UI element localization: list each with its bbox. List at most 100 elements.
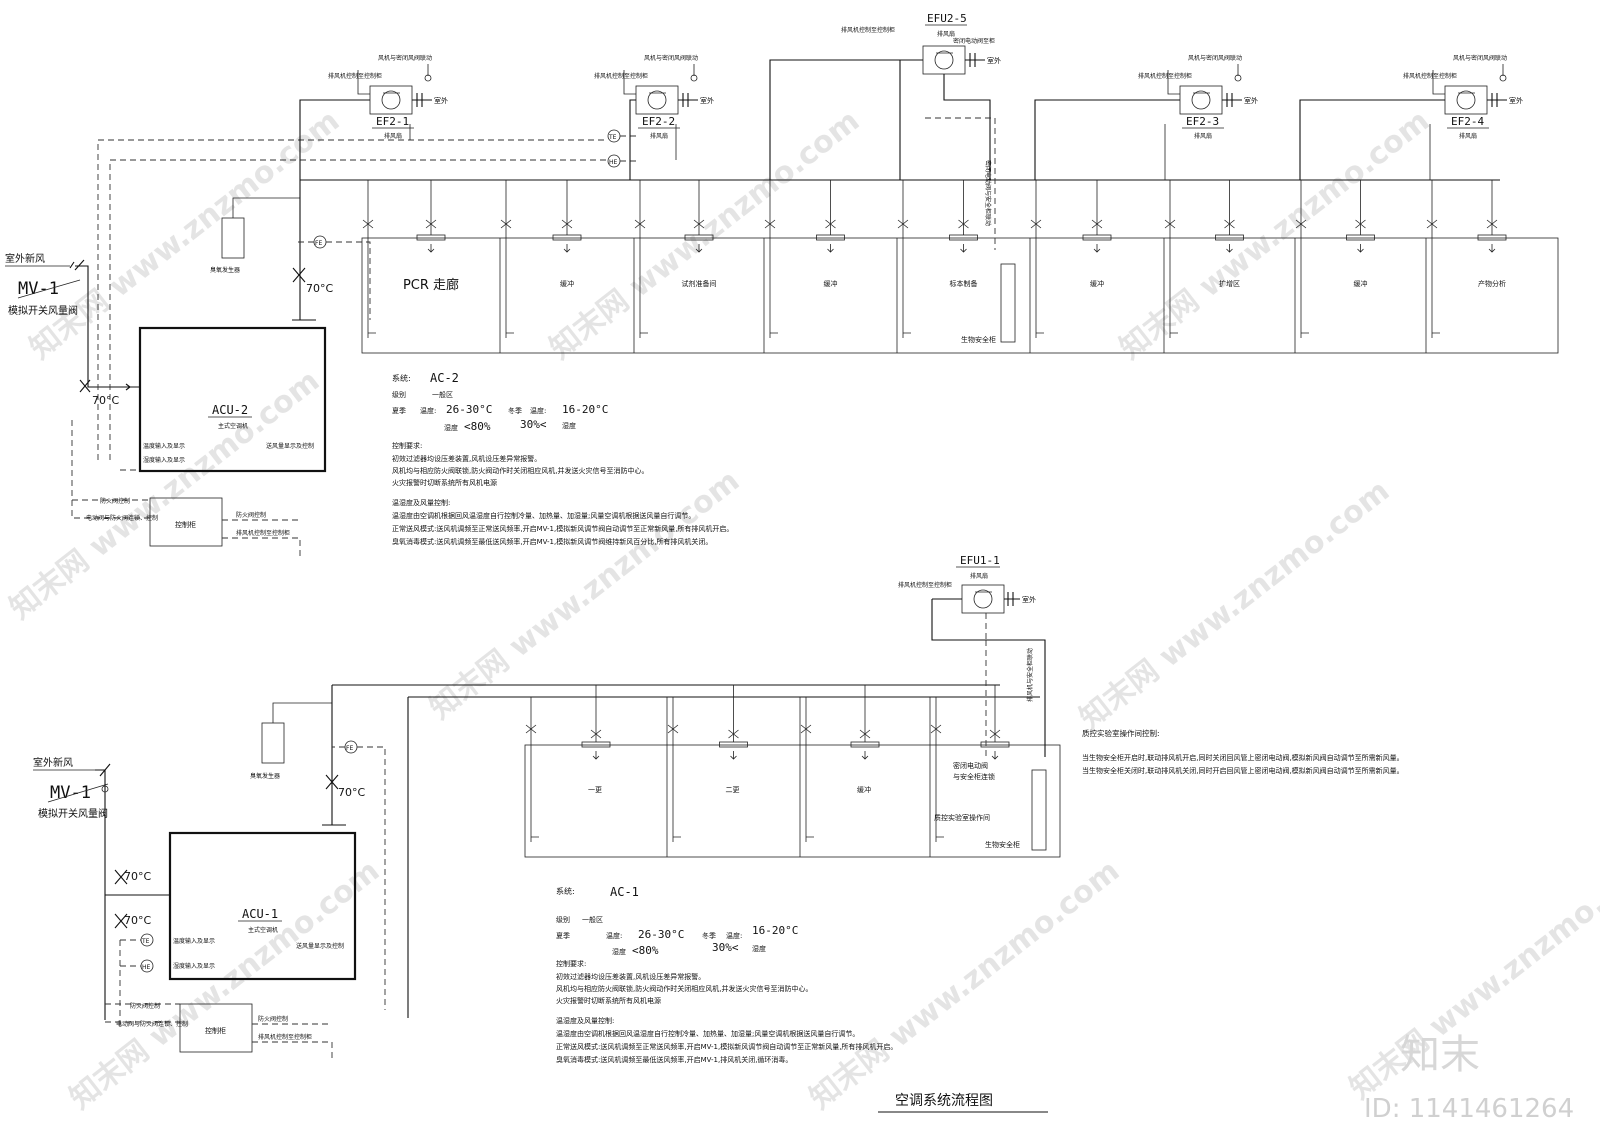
svg-text:温湿度及风量控制:: 温湿度及风量控制: (556, 1016, 614, 1025)
svg-text:室外: 室外 (987, 56, 1001, 65)
svg-text:排风扇: 排风扇 (1459, 132, 1477, 140)
svg-text:排风机控制至控制柜: 排风机控制至控制柜 (1138, 72, 1192, 80)
svg-text:冬季: 冬季 (702, 931, 716, 940)
svg-text:FE: FE (346, 745, 353, 752)
vertical-note-ac2: 密闭电动阀与安全柜联动 (984, 160, 992, 226)
room-block-ac2 (361, 237, 1559, 354)
svg-text:火灾报警时切断系统所有风机电源: 火灾报警时切断系统所有风机电源 (392, 478, 497, 487)
fire-damper-temp: 70°C (92, 394, 119, 407)
svg-text:风机均与相应防火阀联锁,防火阀动作时关闭相应风机,并发送火灾: 风机均与相应防火阀联锁,防火阀动作时关闭相应风机,并发送火灾信号至消防中心。 (392, 466, 648, 475)
svg-text:16-20°C: 16-20°C (752, 924, 798, 937)
svg-text:湿度: 湿度 (444, 423, 458, 432)
system-ac1: 室外新风 MV-1 模拟开关风量阀 70°C 70°C TE HE ACU-1 … (33, 554, 1061, 1064)
humidity-input-label: 湿度输入及显示 (173, 962, 215, 970)
svg-text:排风机控制至控制柜: 排风机控制至控制柜 (898, 581, 952, 589)
svg-text:排风扇: 排风扇 (970, 572, 988, 580)
svg-text:系统:: 系统: (392, 373, 411, 383)
room-label: 缓冲 (560, 279, 574, 288)
temp-input-label: 温度输入及显示 (143, 442, 185, 450)
room-label: 缓冲 (1354, 279, 1368, 288)
notes-ac2: 系统: AC-2 级别 一般区 夏季 温度: 26-30°C 冬季 温度: 16… (392, 371, 733, 546)
svg-text:温湿度及风量控制:: 温湿度及风量控制: (392, 498, 450, 507)
mv1-desc: 模拟开关风量阀 (8, 304, 78, 317)
svg-text:当生物安全柜关闭时,联动排风机关闭,同时开启回风管上密闭电动: 当生物安全柜关闭时,联动排风机关闭,同时开启回风管上密闭电动阀,模拟新风阀自动调… (1082, 766, 1404, 775)
supply-diffuser (416, 234, 446, 241)
acu1-desc: 主式空调机 (248, 926, 278, 934)
mv1-tag: MV-1 (18, 279, 59, 299)
svg-text:风机与密闭风阀联动: 风机与密闭风阀联动 (1188, 54, 1242, 62)
svg-text:AC-1: AC-1 (610, 885, 639, 899)
supply-diffuser (719, 741, 748, 748)
vertical-note-ac1: 排风机与安全柜联动 (1026, 648, 1034, 702)
acu1-unit (168, 831, 357, 981)
room-label: 缓冲 (1090, 279, 1104, 288)
svg-text:温湿度由空调机根据回风温湿度自行控制冷量、加热量、加湿量;风: 温湿度由空调机根据回风温湿度自行控制冷量、加热量、加湿量;风量空调机根据送风量自… (392, 511, 695, 520)
svg-text:30%<: 30%< (520, 418, 547, 431)
control-cabinet-ac1 (179, 1003, 253, 1053)
svg-text:风机与密闭风阀联动: 风机与密闭风阀联动 (378, 54, 432, 62)
room-label: 二更 (726, 786, 740, 794)
svg-text:夏季: 夏季 (556, 931, 570, 940)
svg-text:室外: 室外 (1509, 96, 1523, 105)
watermark-layer: 知末网 www.znzmo.com 知末网 www.znzmo.com 知末网 … (3, 103, 1600, 1116)
humidity-input-label: 湿度输入及显示 (143, 456, 185, 464)
svg-text:排风扇: 排风扇 (384, 132, 402, 140)
supply-diffuser (980, 741, 1010, 748)
fire-damper-ctrl-label: 防火阀控制 (100, 497, 130, 505)
notes-ac1: 系统: AC-1 级别 一般区 夏季 温度: 26-30°C 冬季 温度: 16… (556, 885, 897, 1064)
biosafety-cabinet (1000, 263, 1016, 343)
svg-text:臭氧消毒模式:送风机调频至最低送风频率,开启MV-1,模拟新: 臭氧消毒模式:送风机调频至最低送风频率,开启MV-1,模拟新风调节阀维持新风百分… (392, 537, 712, 546)
sealed-valve-ctrl-label: 电动阀与防火阀连锁、控制 (116, 1020, 188, 1028)
fire-damper-symbol (114, 869, 128, 885)
svg-text:排风机控制至控制柜: 排风机控制至控制柜 (841, 26, 895, 34)
svg-text:风机与密闭风阀联动: 风机与密闭风阀联动 (644, 54, 698, 62)
room-label: PCR 走廊 (403, 277, 459, 293)
watermark: 知末网 www.znzmo.com (423, 463, 746, 726)
svg-text:湿度: 湿度 (612, 947, 626, 956)
room-label: 产物分析 (1478, 279, 1506, 288)
mv1-valve-symbol (69, 259, 85, 271)
fire-damper-temp: 70°C (124, 914, 151, 927)
svg-text:室外: 室外 (1244, 96, 1258, 105)
fire-damper-symbol (114, 913, 128, 929)
ozone-generator-label: 臭氧发生器 (250, 772, 280, 780)
svg-text:一般区: 一般区 (432, 390, 453, 399)
fresh-air-duct (75, 265, 140, 388)
sealed-valve-label: 密闭电动阀至柜 (953, 37, 995, 45)
supply-diffuser (949, 234, 978, 241)
fire-damper-temp: 70°C (338, 786, 365, 799)
supply-diffuser (1477, 234, 1507, 241)
room-label: 缓冲 (857, 785, 871, 794)
fire-damper-temp: 70°C (124, 870, 151, 883)
watermark: 知末网 www.znzmo.com (803, 853, 1126, 1116)
fire-damper-ctrl-label: 防火阀控制 (130, 1002, 160, 1010)
svg-text:系统:: 系统: (556, 886, 575, 896)
svg-text:控制要求:: 控制要求: (392, 441, 422, 450)
fire-damper-ctrl2-label: 防火阀控制 (258, 1015, 288, 1023)
ozone-generator (261, 722, 285, 764)
sealed-valve-label: 密闭电动阀 (953, 761, 988, 770)
svg-text:初效过滤器均设压差装置,风机设压差异常报警。: 初效过滤器均设压差装置,风机设压差异常报警。 (392, 454, 541, 463)
mv1-tag: MV-1 (50, 783, 91, 803)
svg-text:排风扇: 排风扇 (650, 132, 668, 140)
acu2-desc: 主式空调机 (218, 422, 248, 430)
svg-text:风机与密闭风阀联动: 风机与密闭风阀联动 (1453, 54, 1507, 62)
acu2-tag: ACU-2 (212, 403, 248, 417)
exhaust-fan-ctrl-label: 排风机控制至控制柜 (236, 529, 290, 537)
svg-text:排风扇: 排风扇 (937, 30, 955, 38)
svg-text:温度:: 温度: (530, 406, 546, 415)
svg-text:臭氧消毒模式:送风机调频至最低送风频率,开启MV-1,排风机: 臭氧消毒模式:送风机调频至最低送风频率,开启MV-1,排风机关闭,循环消毒。 (556, 1055, 792, 1064)
svg-text:温度:: 温度: (606, 931, 622, 940)
svg-text:AC-2: AC-2 (430, 371, 459, 385)
supply-diffuser (816, 234, 845, 241)
biosafety-cabinet (1031, 769, 1047, 851)
sealed-valve-label: 与安全柜连锁 (953, 772, 995, 781)
control-cabinet-label: 控制柜 (175, 520, 196, 529)
svg-text:室外: 室外 (1022, 595, 1036, 604)
exhaust-fan-efu1-1: EFU1-1 排风扇 排风机控制至控制柜 室外 (898, 554, 1046, 760)
room-label: 一更 (588, 786, 602, 794)
